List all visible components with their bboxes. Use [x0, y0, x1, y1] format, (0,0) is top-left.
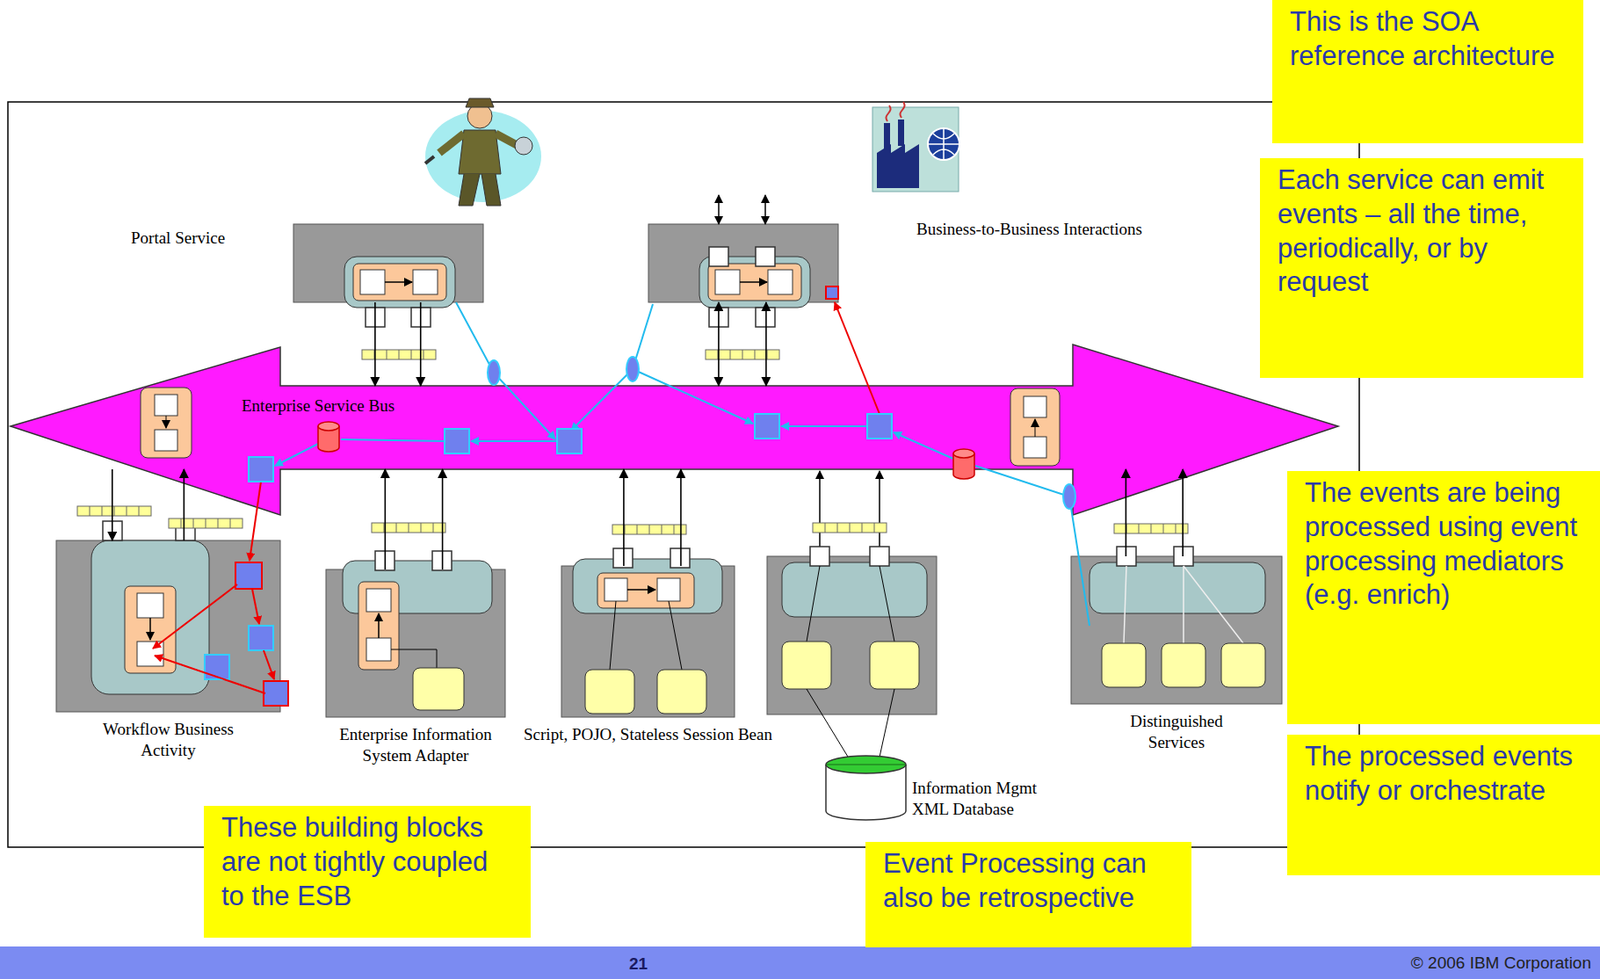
bus-connector: [622, 469, 625, 566]
distinguished-box: [1071, 523, 1282, 704]
information-box: [767, 470, 937, 761]
adapter-box: [325, 522, 506, 717]
bus-shaft: [280, 385, 1073, 470]
callout-note: Each service can emit events – all the t…: [1259, 158, 1584, 378]
bus-label: Enterprise Service Bus: [241, 395, 395, 417]
footer-bar: [0, 946, 1600, 979]
callout-note: This is the SOA reference architecture: [1272, 0, 1584, 144]
bus-mediators: [140, 387, 1060, 466]
event-flow: [152, 302, 1090, 694]
service-label: Enterprise Information System Adapter: [318, 723, 513, 767]
bus-connector: [183, 469, 186, 541]
service-bus: Enterprise Service Bus: [10, 344, 1339, 515]
frame: [7, 101, 1360, 848]
bus-connector: [111, 469, 114, 541]
cylinder-outline: [824, 754, 908, 822]
service-box: Business-to-Business Interactions: [648, 224, 839, 303]
b2b-box: [648, 195, 839, 360]
service-label: Workflow Business Activity: [85, 718, 253, 761]
copyright: © 2006 IBM Corporation: [1411, 953, 1592, 974]
script-box: [561, 524, 735, 717]
service-label: Business-to-Business Interactions: [916, 218, 1233, 240]
service-label: Portal Service: [130, 227, 281, 249]
service-label: Script, POJO, Stateless Session Bean: [521, 723, 776, 746]
page-number: 21: [629, 954, 648, 975]
bus-connector: [384, 469, 387, 570]
callout-note: The processed events notify or orchestra…: [1287, 734, 1600, 876]
callout-note: The events are being processed using eve…: [1287, 470, 1600, 724]
service-box: Distinguished Services: [1071, 556, 1282, 704]
factory-icon: [872, 101, 960, 192]
callout-text: Event Processing can also be retrospecti…: [883, 847, 1174, 916]
bus-connector: [1125, 469, 1128, 557]
bus-connector: [717, 302, 720, 386]
bus-connector: [680, 469, 682, 566]
bus-connector: [765, 302, 768, 386]
callout-note: These building blocks are not tightly co…: [203, 805, 531, 938]
bus-connector: [374, 302, 377, 386]
portal-box: [293, 224, 484, 360]
service-box: Workflow Business Activity: [56, 540, 281, 712]
callout-text: These building blocks are not tightly co…: [221, 810, 514, 913]
callout-note: Event Processing can also be retrospecti…: [865, 841, 1192, 948]
bus-connector: [441, 469, 444, 570]
callout-text: Each service can emit events – all the t…: [1277, 163, 1566, 300]
database-cylinder: Information Mgmt XML Database: [824, 754, 908, 822]
bus-arrow: [10, 344, 1339, 515]
event-symbols: [248, 356, 1076, 509]
callout-text: The events are being processed using eve…: [1304, 476, 1583, 613]
database-label: Information Mgmt XML Database: [912, 777, 1062, 820]
service-box: Script, POJO, Stateless Session Bean: [561, 565, 735, 717]
worker-clipart: [425, 98, 542, 206]
bus-connector: [1181, 469, 1184, 557]
service-box: Portal Service: [293, 224, 484, 303]
service-label: Distinguished Services: [1110, 710, 1243, 753]
callout-text: This is the SOA reference architecture: [1289, 5, 1566, 74]
bus-connector: [419, 302, 422, 386]
service-box: Enterprise Information System Adapter: [325, 569, 506, 717]
callout-text: The processed events notify or orchestra…: [1304, 739, 1583, 809]
